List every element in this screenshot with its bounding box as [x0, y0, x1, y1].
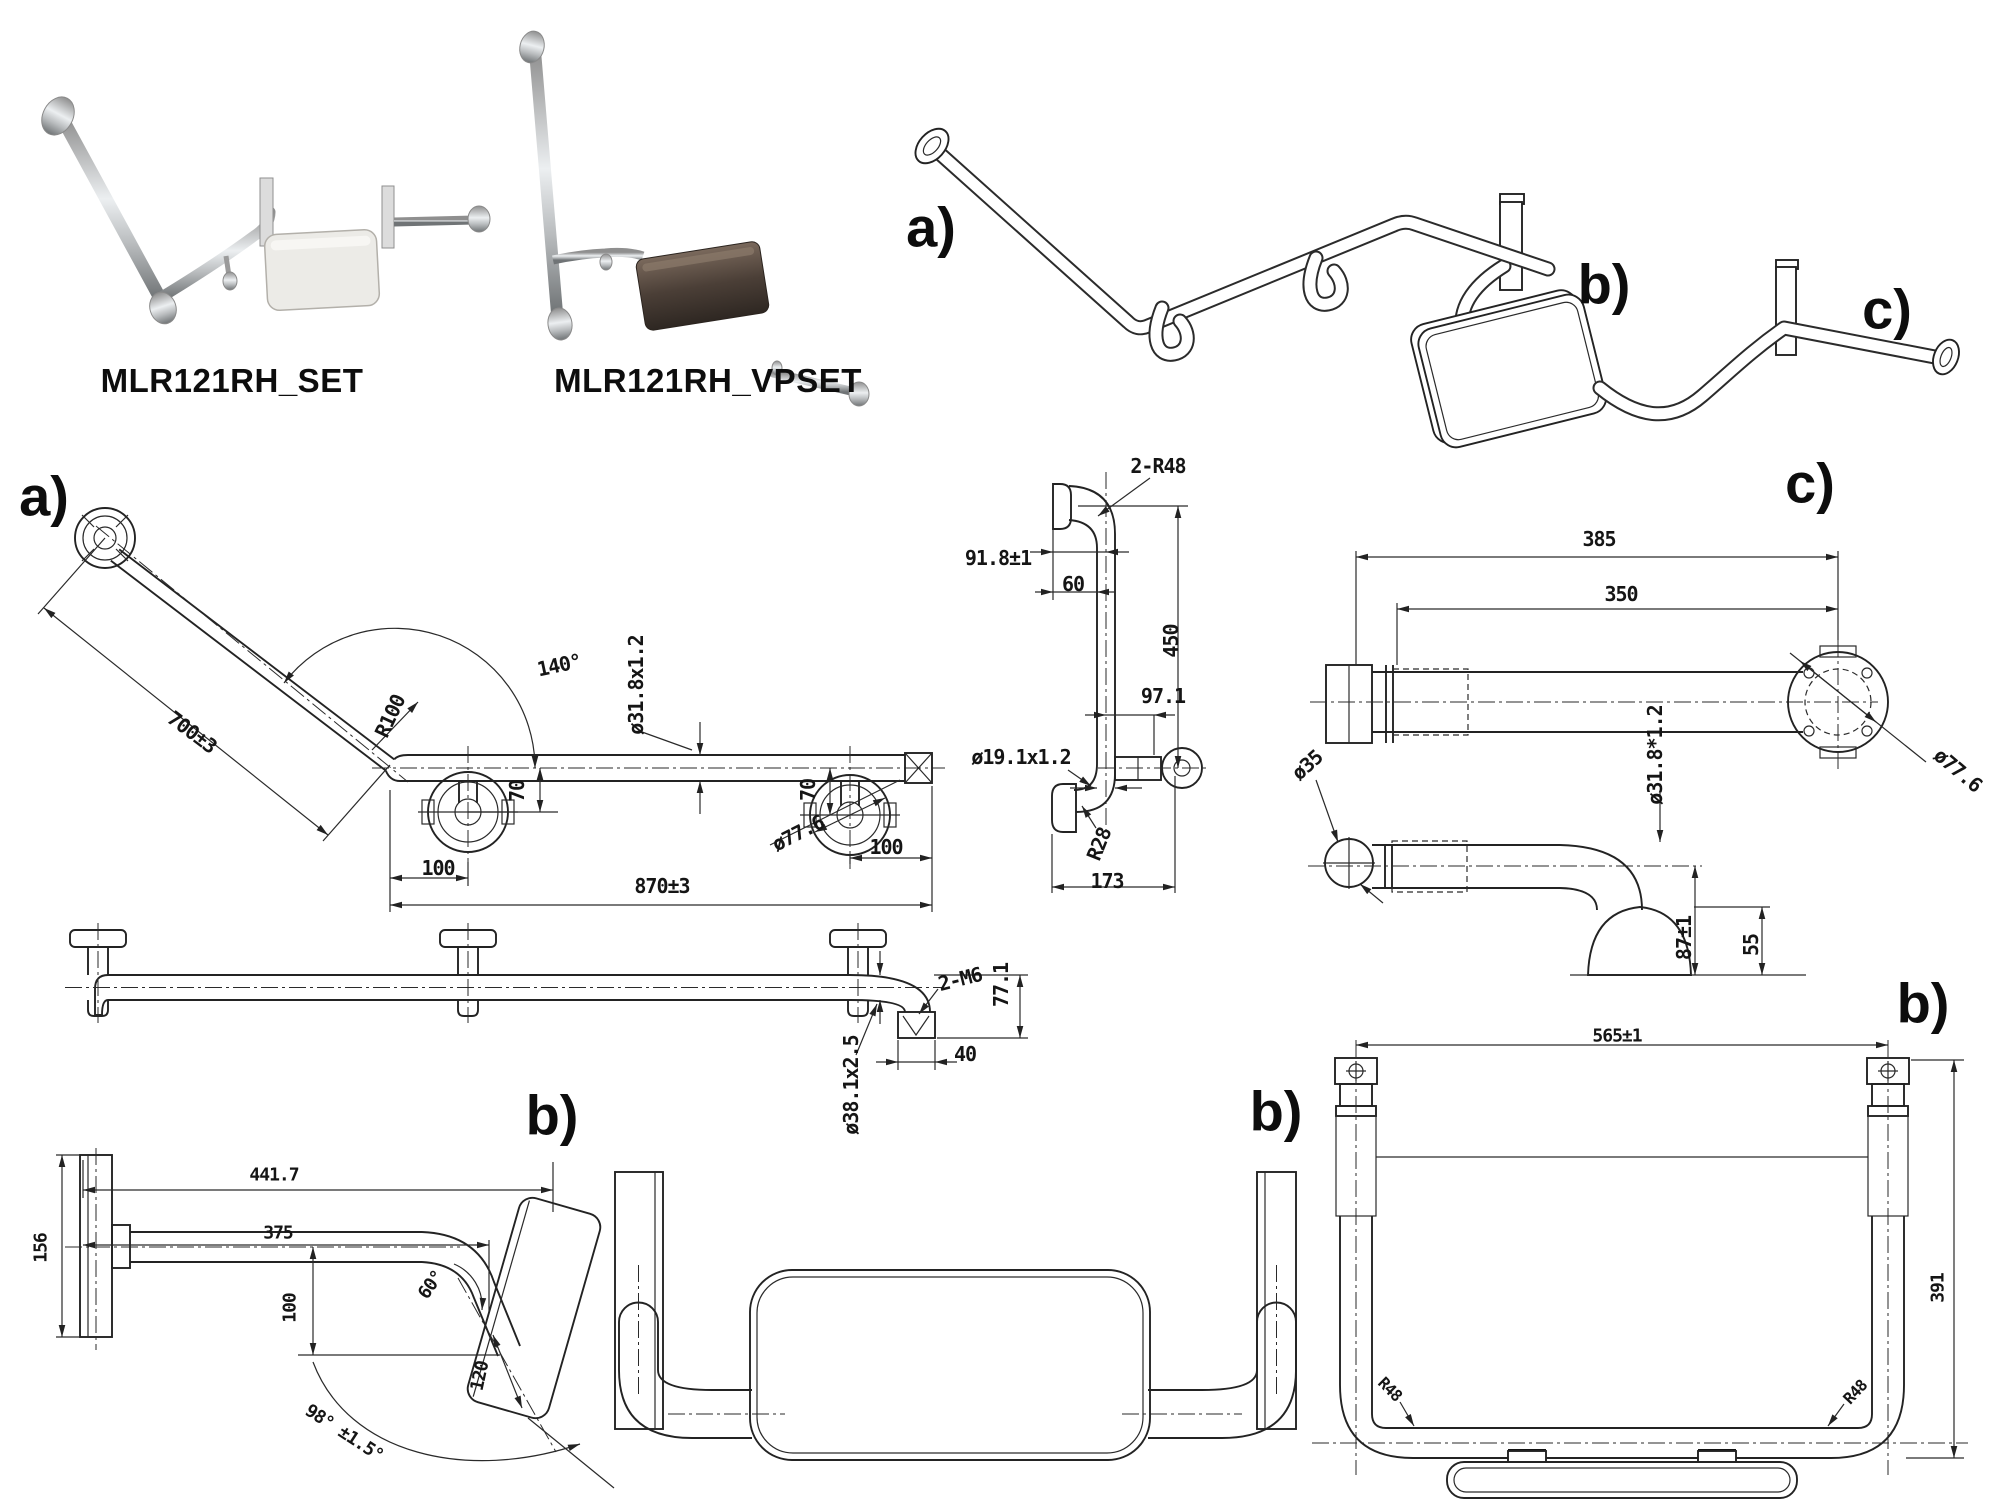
wall-bracket-3 [829, 923, 887, 1023]
mount-post-1 [1499, 193, 1525, 291]
photo-mlr121rh-vpset [519, 30, 870, 407]
drawing-b-top [1312, 1040, 1968, 1499]
callout-b-top: b) [1896, 971, 1950, 1035]
wall-bracket-1 [69, 923, 127, 1023]
photo-mlr121rh-set [41, 96, 491, 325]
drawing-b-side [56, 1148, 615, 1489]
flange-top-left [74, 507, 136, 569]
dim-aside-tube-spec: ø19.1x1.2 [971, 745, 1071, 769]
b-top-post-right [1866, 1040, 1910, 1475]
flange-mid [418, 746, 518, 866]
c-flange [1787, 640, 1889, 770]
dim-btop-width: 565±1 [1592, 1025, 1642, 1047]
callout-drawing-a: a) [19, 464, 69, 528]
dim-a-tube-spec: ø31.8x1.2 [624, 635, 648, 735]
callout-exploded-a: a) [906, 195, 956, 259]
dim-bside-drop: 100 [279, 1293, 301, 1323]
drawing-a-side [1030, 472, 1210, 893]
dim-arear-end-height: 77.1 [989, 962, 1013, 1008]
product-name-set: MLR121RH_SET [100, 362, 364, 399]
b-pad-front [749, 1269, 1151, 1461]
dim-aside-socket-offset: 97.1 [1140, 684, 1186, 708]
product-name-vpset: MLR121RH_VPSET [554, 362, 862, 399]
dim-bside-length-overall: 441.7 [249, 1164, 299, 1186]
dim-a-offset-right: 70 [796, 778, 820, 802]
callout-b-front: b) [1249, 1079, 1303, 1143]
dim-c-tube-spec: ø31.8*1.2 [1643, 705, 1667, 805]
drawing-a-front [37, 507, 945, 912]
exploded-view [914, 127, 1960, 449]
callout-exploded-b: b) [1577, 252, 1631, 316]
dim-a-offset-left: 70 [505, 779, 529, 803]
callout-b-side: b) [525, 1083, 579, 1147]
drawing-c [1308, 551, 1927, 976]
dim-aside-corner-radius: 2-R48 [1130, 454, 1186, 478]
dim-aside-stub-offset: 60 [1061, 572, 1085, 596]
exploded-backrest-pad [1410, 289, 1608, 449]
dim-aside-depth: 173 [1090, 869, 1124, 893]
drawing-b-front [614, 1171, 1297, 1461]
callout-drawing-c: c) [1785, 451, 1835, 515]
backrest-pad-dark [635, 241, 770, 331]
dim-a-length-total: 870±3 [634, 874, 690, 898]
dim-arear-tube-spec: ø38.1x2.5 [839, 1035, 863, 1135]
callout-exploded-c: c) [1862, 277, 1912, 341]
dim-aside-drop-height: 450 [1159, 624, 1183, 658]
drawing-a-rear [65, 923, 1028, 1070]
dim-btop-depth: 391 [1927, 1273, 1949, 1303]
dim-bside-length-tube: 375 [263, 1222, 293, 1244]
dim-c-base-height: 87±1 [1672, 915, 1696, 961]
dim-aside-wall-offset: 91.8±1 [964, 546, 1032, 570]
dim-arear-end-width: 40 [953, 1042, 977, 1066]
dim-a-inset-left: 100 [421, 856, 455, 880]
dim-bside-plate-height: 156 [30, 1233, 52, 1263]
dim-c-length-overall: 385 [1582, 527, 1616, 551]
b-top-post-left [1334, 1040, 1378, 1475]
wall-bracket-2 [439, 923, 497, 1023]
c-dome-base [1587, 906, 1692, 976]
b-pad-side [466, 1196, 602, 1420]
backrest-pad-light [263, 228, 381, 312]
dim-c-length-grip: 350 [1604, 582, 1638, 606]
dim-a-inset-right: 100 [869, 835, 903, 859]
dim-c-base-inner-height: 55 [1739, 933, 1763, 957]
mount-post-2 [1775, 259, 1799, 356]
b-top-cushion [1446, 1449, 1798, 1499]
